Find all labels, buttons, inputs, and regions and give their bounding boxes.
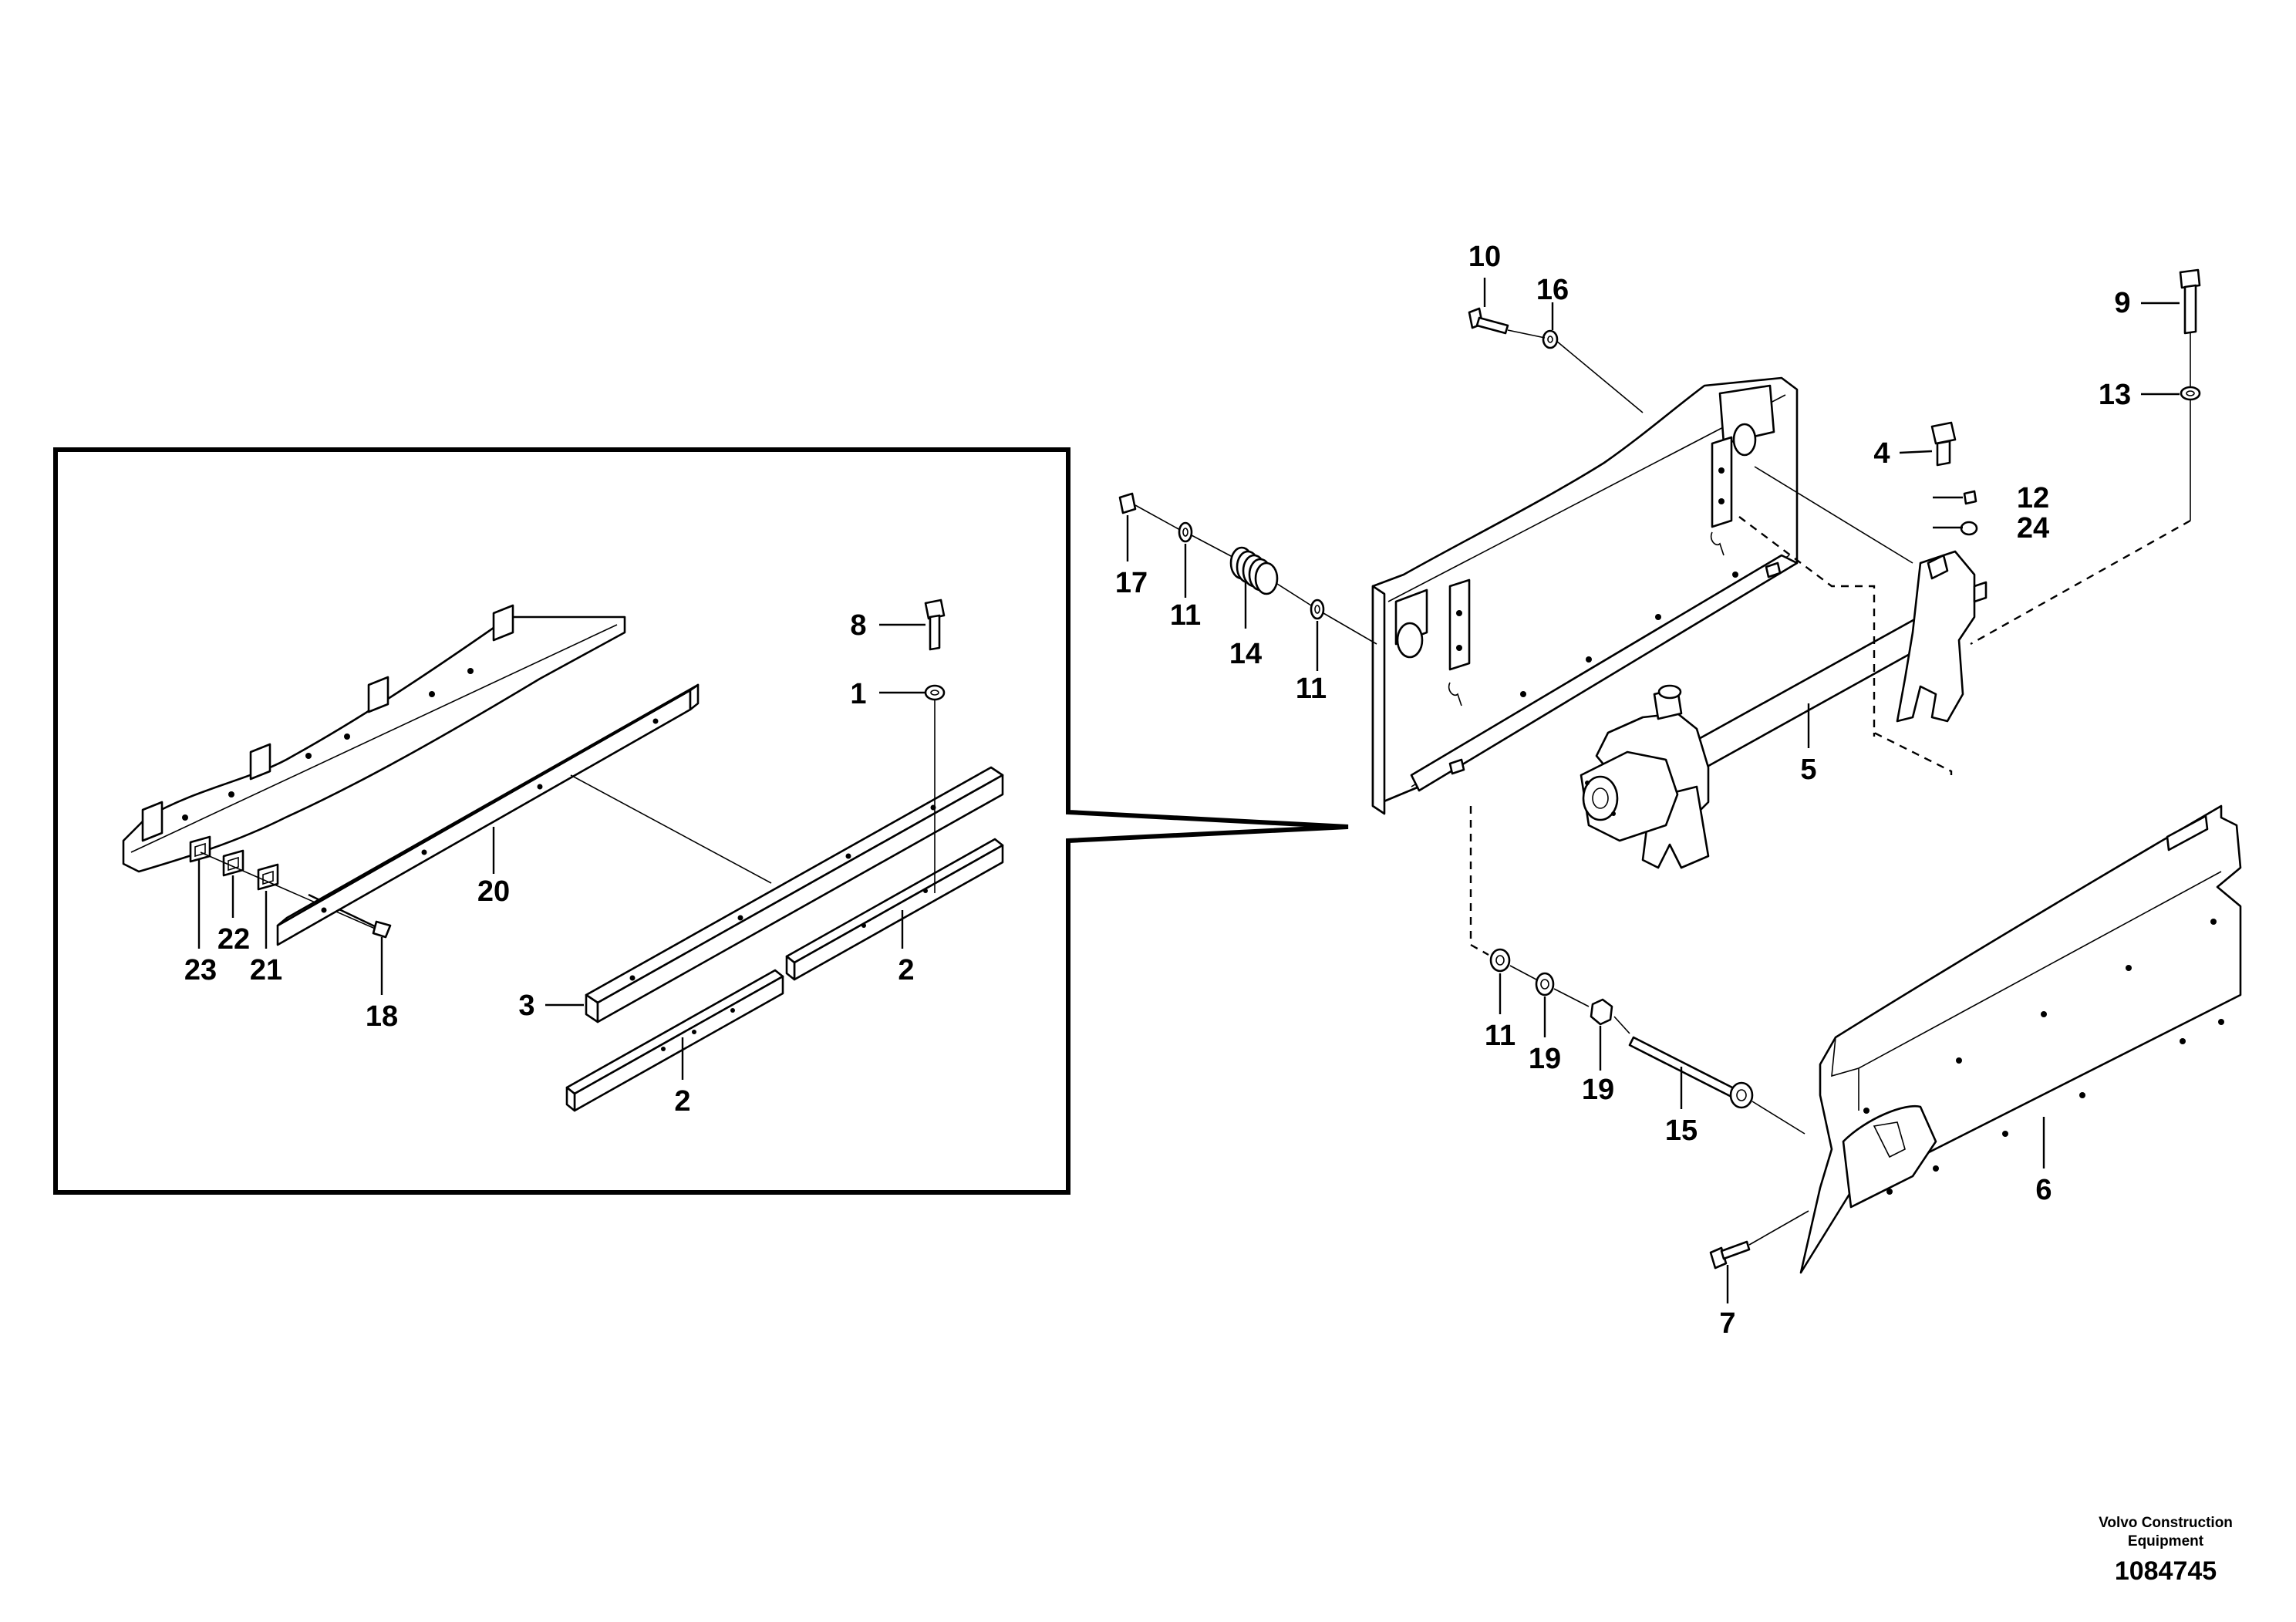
callout-11-left: 11 xyxy=(1170,599,1201,632)
bolt-8 xyxy=(924,599,946,651)
dashed-leader-bolt-9 xyxy=(1970,519,2191,646)
bolt-4 xyxy=(1930,421,1957,467)
document-number: 1084745 xyxy=(2115,1556,2217,1586)
callout-3: 3 xyxy=(518,990,534,1022)
callout-labels: 10 16 9 13 4 12 24 17 11 14 11 5 11 19 1… xyxy=(184,241,2131,1340)
bushing-19-first xyxy=(1535,972,1555,996)
callout-11-bottom: 11 xyxy=(1485,1020,1515,1052)
rod-15 xyxy=(1628,1036,1754,1109)
callout-9: 9 xyxy=(2114,287,2130,319)
bolt-10 xyxy=(1468,307,1509,335)
brand-line-1: Volvo Construction xyxy=(2099,1515,2233,1531)
bolt-17 xyxy=(1118,492,1137,514)
mounting-frame xyxy=(1371,376,1799,815)
shaft-5 xyxy=(1687,614,1937,771)
inset-frame-section xyxy=(122,604,626,873)
washer-16 xyxy=(1542,329,1559,349)
deflector-plate-6 xyxy=(1799,804,2242,1274)
washer-13 xyxy=(2180,386,2201,401)
callout-15: 15 xyxy=(1665,1114,1698,1147)
main-assembly xyxy=(1118,268,2242,1274)
callout-1: 1 xyxy=(850,678,866,710)
shim-21 xyxy=(257,863,279,891)
bracket-right xyxy=(1896,550,1988,723)
bolt-7 xyxy=(1709,1240,1751,1270)
washer-11-bottom xyxy=(1489,948,1511,973)
brand-line-2: Equipment xyxy=(2128,1533,2204,1549)
title-block: Volvo Construction Equipment 1084745 xyxy=(2099,1515,2233,1586)
detail-inset-frame xyxy=(53,447,1349,1195)
callout-20: 20 xyxy=(477,875,510,908)
callout-23: 23 xyxy=(184,954,217,986)
nut-24 xyxy=(1960,521,1978,536)
callout-19-first: 19 xyxy=(1529,1043,1561,1075)
callout-21: 21 xyxy=(250,954,282,986)
callout-6: 6 xyxy=(2035,1174,2052,1206)
bolt-17-axis-line xyxy=(1135,504,1377,645)
wear-strip-2-lower xyxy=(565,969,784,1112)
spring-14 xyxy=(1229,546,1279,595)
hydraulic-motor xyxy=(1580,750,1679,842)
callout-18: 18 xyxy=(366,1000,398,1033)
callout-7: 7 xyxy=(1719,1307,1735,1340)
callout-13: 13 xyxy=(2099,379,2131,411)
wear-strip-20 xyxy=(276,683,700,946)
frame-to-bracket-line xyxy=(1754,466,1913,564)
callout-8: 8 xyxy=(850,609,866,642)
washer-11-left xyxy=(1178,521,1193,543)
callout-12: 12 xyxy=(2017,482,2049,514)
screw-12 xyxy=(1963,490,1977,505)
washer-1 xyxy=(924,684,946,701)
rod-15-axis-line xyxy=(1509,965,1805,1135)
callout-2-lower: 2 xyxy=(674,1085,690,1118)
bar-3 xyxy=(585,766,1004,1023)
nut-19-second xyxy=(1590,998,1613,1026)
strip-to-bar-line xyxy=(570,774,772,884)
callout-leaders xyxy=(197,278,2180,1303)
shim-23 xyxy=(189,835,211,863)
shim-axis-line xyxy=(200,851,386,934)
callout-5: 5 xyxy=(1800,754,1816,786)
callout-2-upper: 2 xyxy=(898,954,914,986)
dashed-leader-bottom xyxy=(1469,806,1489,956)
bolt-10-axis-line xyxy=(1507,329,1644,413)
dashed-leader-right xyxy=(1738,516,1953,775)
callout-19-second: 19 xyxy=(1582,1074,1614,1106)
bolt-9 xyxy=(2179,268,2201,335)
washer-11-right xyxy=(1310,599,1325,620)
callout-17: 17 xyxy=(1115,567,1148,599)
wear-strip-2-upper xyxy=(785,838,1004,981)
callout-4: 4 xyxy=(1873,437,1890,470)
callout-24: 24 xyxy=(2017,512,2049,545)
bolt-7-axis-line xyxy=(1748,1210,1809,1246)
callout-10: 10 xyxy=(1468,241,1501,273)
callout-16: 16 xyxy=(1536,274,1569,306)
callout-22: 22 xyxy=(217,923,250,956)
detail-inset xyxy=(53,447,1349,1195)
callout-11-right: 11 xyxy=(1296,673,1327,705)
callout-14: 14 xyxy=(1229,638,1262,670)
